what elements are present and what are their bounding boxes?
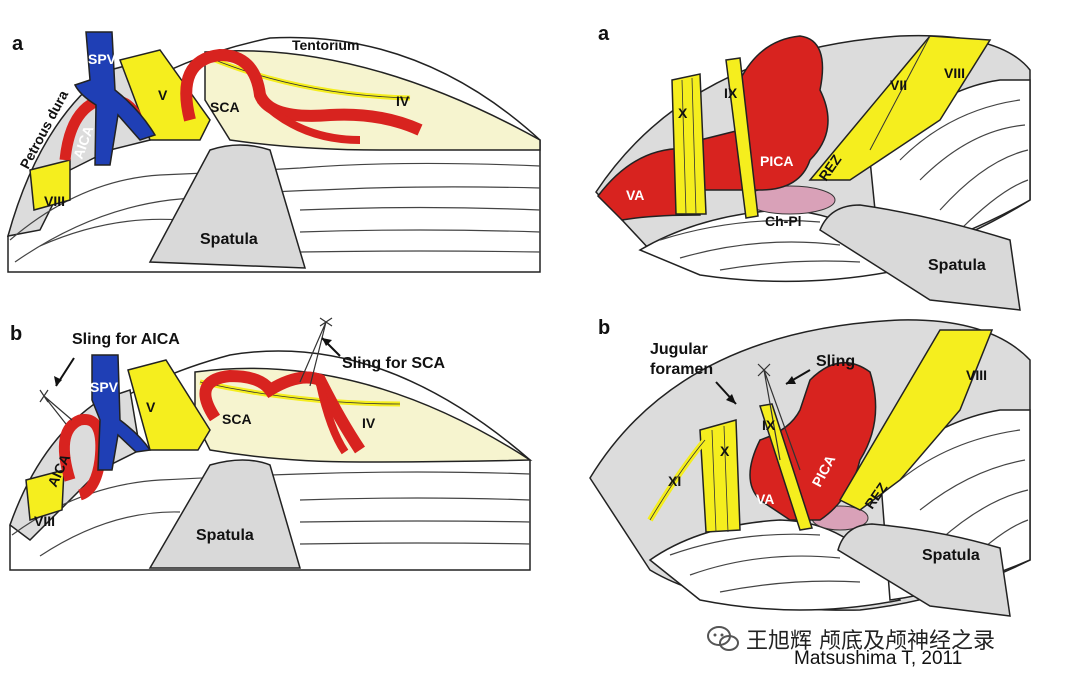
right-top-diagram: a X IX VII VIII PICA REZ VA Ch-Pl Spatul… [595, 23, 1031, 311]
spatula-left-bottom [148, 459, 301, 569]
label-chpl-right-top: Ch-Pl [765, 213, 802, 229]
label-sling-aica: Sling for AICA [72, 331, 180, 348]
label-spatula-right-bottom: Spatula [922, 547, 980, 564]
label-va-right-top: VA [626, 187, 644, 203]
sling-sca [299, 317, 333, 387]
label-spatula-right-top: Spatula [928, 257, 986, 274]
label-spatula-left-top: Spatula [200, 231, 258, 248]
label-iv-top: IV [396, 93, 410, 109]
nerve-ix-right-bottom [759, 403, 813, 531]
label-xi-right-bottom: XI [668, 473, 681, 489]
label-iv-bottom: IV [362, 415, 376, 431]
label-ix-right-top: IX [724, 85, 738, 101]
nerve-ix-right-top [725, 57, 759, 219]
spatula-right-bottom [837, 523, 1011, 617]
nerve-x-right-bottom [699, 419, 741, 533]
label-pica-right-top: PICA [760, 153, 793, 169]
label-vii-right-top: VII [890, 77, 907, 93]
panel-letter-a-left: a [12, 33, 24, 55]
panel-letter-a-right: a [598, 23, 610, 45]
label-foramen: foramen [650, 361, 713, 378]
panel-letter-b-left: b [10, 323, 22, 345]
label-viii-bottom: VIII [34, 513, 55, 529]
label-x-right-top: X [678, 105, 688, 121]
nerve-viii-left-bottom [25, 469, 65, 521]
spv-left-bottom [91, 354, 152, 471]
aica-left-bottom [58, 414, 107, 501]
sling-aica [39, 389, 73, 425]
label-v-bottom: V [146, 399, 156, 415]
sling-right-bottom [757, 363, 801, 471]
label-sling-sca: Sling for SCA [342, 355, 446, 372]
label-sca-top: SCA [210, 99, 240, 115]
pica-right-top [699, 35, 829, 191]
left-top-diagram: a Tentorium Petrous dura SPV V AICA SCA … [6, 31, 541, 273]
label-jugular: Jugular [650, 341, 708, 358]
label-spv-bottom: SPV [90, 379, 119, 395]
spatula-right-top [819, 204, 1021, 311]
nerve-x-right-top [671, 73, 707, 215]
sca-left-top [180, 48, 423, 136]
sca-left-bottom [199, 369, 365, 454]
spatula-left-top [148, 144, 307, 269]
label-ix-right-bottom: IX [762, 417, 776, 433]
nerve-viii-left-top [29, 159, 71, 211]
watermark: 王旭辉 颅底及颅神经之录 [706, 622, 1066, 656]
label-spatula-left-bottom: Spatula [196, 527, 254, 544]
label-va-right-bottom: VA [756, 491, 774, 507]
citation-credit: Matsushima T, 2011 [794, 648, 963, 669]
spv-left-top [73, 31, 157, 166]
right-bottom-diagram: b Jugular foramen Sling X IX XI VA PICA … [589, 317, 1031, 617]
nerve-viii-right-bottom [838, 329, 994, 511]
left-bottom-diagram: b Sling for AICA Sling for SCA SPV V AIC… [9, 317, 533, 571]
label-tentorium: Tentorium [292, 37, 359, 53]
label-x-right-bottom: X [720, 443, 730, 459]
watermark-text: 王旭辉 颅底及颅神经之录 [746, 629, 995, 654]
panel-letter-b-right: b [598, 317, 610, 339]
label-sca-bottom: SCA [222, 411, 252, 427]
label-v-top: V [158, 87, 168, 103]
label-viii-right-bottom: VIII [966, 367, 987, 383]
label-viii-top: VIII [44, 193, 65, 209]
label-spv-top: SPV [88, 51, 117, 67]
label-viii-right-top: VIII [944, 65, 965, 81]
nerve-v-left-bottom [127, 359, 211, 451]
wechat-icon [707, 626, 739, 651]
label-sling: Sling [816, 353, 855, 370]
